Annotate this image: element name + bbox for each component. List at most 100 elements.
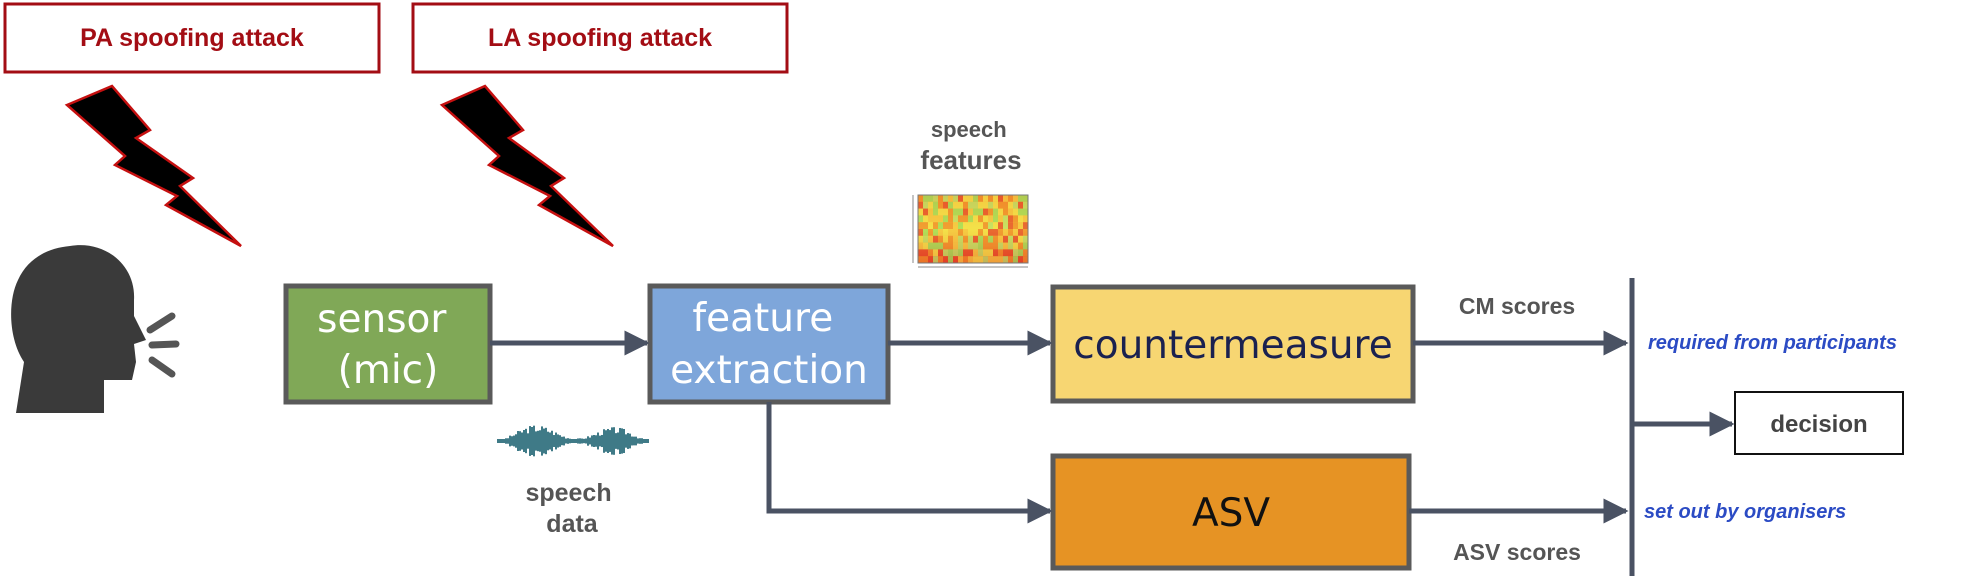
spectrogram-cell	[993, 249, 998, 257]
spectrogram-cell	[968, 195, 973, 202]
spectrogram-cell	[968, 222, 973, 229]
spectrogram-cell	[973, 208, 978, 216]
spectrogram-cell	[1008, 256, 1013, 263]
asv-scores-label: ASV scores	[1453, 539, 1581, 565]
spectrogram-cell	[1003, 215, 1008, 223]
spectrogram-cell	[998, 222, 1003, 229]
spectrogram-cell	[988, 256, 993, 263]
spectrogram-cell	[983, 215, 988, 223]
spectrogram-cell	[983, 195, 988, 202]
spectrogram-cell	[1018, 222, 1023, 229]
spectrogram-cell	[1023, 201, 1028, 209]
spectrogram-cell	[1008, 242, 1013, 250]
spectrogram-cell	[988, 249, 993, 257]
spectrogram-cell	[988, 195, 993, 202]
spectrogram-cell	[948, 249, 953, 257]
required-from-participants-label: required from participants	[1648, 332, 1897, 354]
spectrogram-cell	[988, 222, 993, 229]
spectrogram-cell	[1008, 215, 1013, 223]
spectrogram-cell	[988, 229, 993, 236]
spectrogram-cell	[933, 201, 938, 209]
spectrogram-cell	[948, 195, 953, 202]
spectrogram-cell	[963, 256, 968, 263]
spectrogram-cell	[983, 222, 988, 229]
spectrogram-cell	[978, 201, 983, 209]
spectrogram-cell	[923, 242, 928, 250]
sensor-label: sensor (mic)	[317, 297, 459, 393]
spectrogram-cell	[928, 235, 933, 243]
spectrogram-cell	[973, 235, 978, 243]
spectrogram-cell	[978, 222, 983, 229]
spectrogram-cell	[983, 201, 988, 209]
spectrogram-cell	[988, 242, 993, 250]
spectrogram-cell	[1003, 235, 1008, 243]
spectrogram-cell	[933, 215, 938, 223]
spectrogram-cell	[933, 256, 938, 263]
spectrogram-cell	[918, 229, 923, 236]
speech-data-label: speech data	[525, 479, 618, 538]
spectrogram-cell	[1018, 249, 1023, 257]
spectrogram-cell	[963, 235, 968, 243]
spectrogram-cell	[928, 249, 933, 257]
spectrogram-cell	[948, 235, 953, 243]
spectrogram-cell	[988, 215, 993, 223]
spectrogram-cell	[958, 195, 963, 202]
spectrogram-cell	[943, 201, 948, 209]
spectrogram-cell	[1003, 201, 1008, 209]
spectrogram-cell	[1008, 195, 1013, 202]
spectrogram-cell	[978, 208, 983, 216]
spectrogram-cell	[1013, 222, 1018, 229]
spectrogram-cell	[968, 215, 973, 223]
spectrogram-cell	[943, 242, 948, 250]
spectrogram-cell	[933, 242, 938, 250]
spectrogram-cell	[933, 249, 938, 257]
lightning-bolt-icon	[439, 84, 614, 248]
spectrogram-cell	[938, 222, 943, 229]
spectrogram-cell	[1003, 256, 1008, 263]
spectrogram-cell	[1013, 215, 1018, 223]
spectrogram-cell	[1003, 229, 1008, 236]
spectrogram-cell	[943, 235, 948, 243]
spectrogram-cell	[948, 222, 953, 229]
set-out-by-organisers-label: set out by organisers	[1644, 501, 1846, 523]
spectrogram-cell	[1018, 229, 1023, 236]
spectrogram-cell	[918, 208, 923, 216]
spectrogram-cell	[1018, 242, 1023, 250]
spectrogram-cell	[1003, 195, 1008, 202]
spectrogram-cell	[948, 229, 953, 236]
spectrogram-cell	[993, 256, 998, 263]
spectrogram-cell	[1018, 208, 1023, 216]
spectrogram-cell	[918, 201, 923, 209]
spectrogram-cell	[918, 215, 923, 223]
spectrogram-cell	[1023, 222, 1028, 229]
spectrogram-cell	[983, 256, 988, 263]
spectrogram-cell	[943, 249, 948, 257]
spectrogram-cell	[1023, 208, 1028, 216]
spectrogram-cell	[923, 235, 928, 243]
spectrogram-cell	[938, 256, 943, 263]
spectrogram-cell	[973, 215, 978, 223]
spectrogram-cell	[993, 215, 998, 223]
spectrogram-cell	[928, 256, 933, 263]
pa-attack-box: PA spoofing attack	[3, 2, 381, 74]
spectrogram-cell	[953, 201, 958, 209]
countermeasure-box: countermeasure	[1050, 284, 1416, 404]
spectrogram-cell	[938, 242, 943, 250]
spectrogram-cell	[953, 235, 958, 243]
spectrogram-cell	[1003, 249, 1008, 257]
spectrogram-cell	[993, 235, 998, 243]
spectrogram-cell	[923, 201, 928, 209]
spectrogram-cell	[968, 235, 973, 243]
spectrogram-cell	[993, 222, 998, 229]
spectrogram-cell	[1008, 229, 1013, 236]
spectrogram-cell	[923, 215, 928, 223]
feature-to-asv-arrow	[766, 402, 1053, 524]
spectrogram-cell	[918, 235, 923, 243]
spectrogram-cell	[928, 222, 933, 229]
spectrogram-cell	[928, 201, 933, 209]
sensor-box: sensor (mic)	[283, 283, 493, 405]
spectrogram-cell	[928, 208, 933, 216]
spectrogram-cell	[1003, 242, 1008, 250]
pa-attack-label: PA spoofing attack	[80, 24, 304, 52]
spectrogram-cell	[978, 242, 983, 250]
